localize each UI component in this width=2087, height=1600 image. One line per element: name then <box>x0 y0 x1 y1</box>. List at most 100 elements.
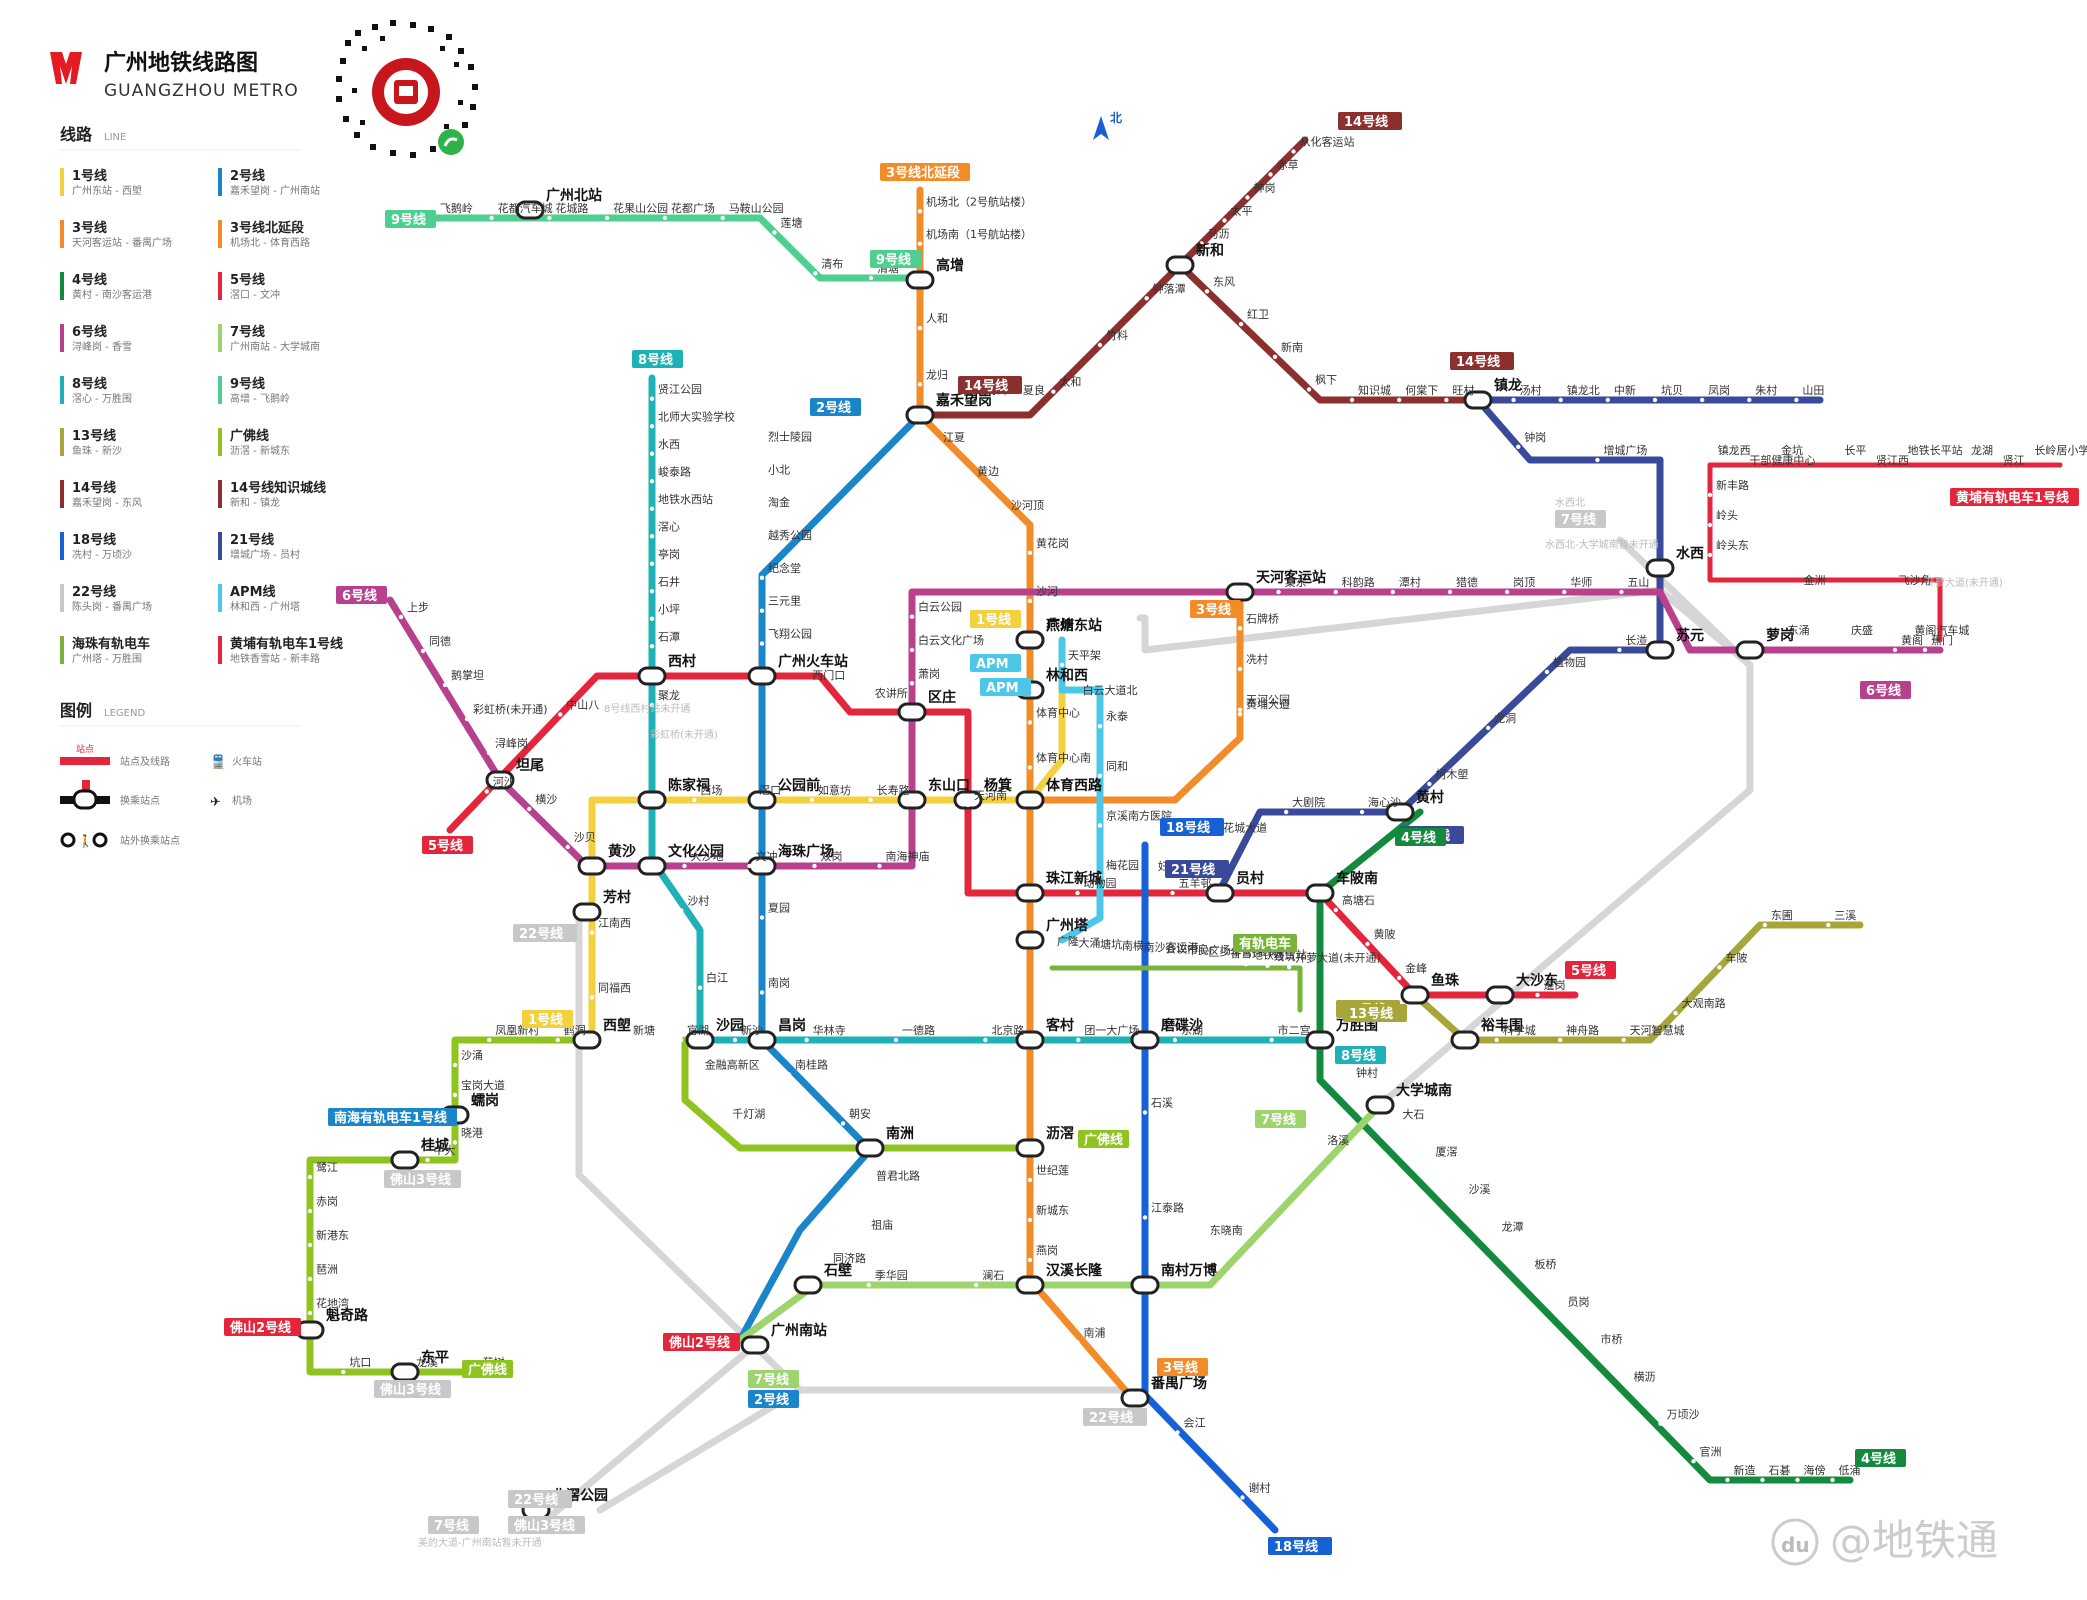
transfer-station-marker[interactable] <box>485 770 515 790</box>
transfer-station-marker[interactable] <box>1645 558 1675 578</box>
station-dot[interactable] <box>1394 1121 1399 1126</box>
station-dot[interactable] <box>682 863 687 869</box>
line-tag[interactable]: 南海有轨电车1号线 <box>328 1108 457 1126</box>
station-dot[interactable] <box>1238 321 1244 327</box>
station-dot[interactable] <box>1892 647 1898 653</box>
station-dot[interactable] <box>484 789 489 794</box>
station-dot[interactable] <box>1237 707 1243 712</box>
station-dot[interactable] <box>1265 963 1270 968</box>
station-dot[interactable] <box>1172 1037 1178 1043</box>
station-dot[interactable] <box>747 863 752 869</box>
line-tag[interactable]: 18号线 <box>1268 1537 1332 1555</box>
station-dot[interactable] <box>958 397 963 403</box>
station-dot[interactable] <box>812 863 817 869</box>
line-tag[interactable]: 7号线 <box>1255 1110 1306 1128</box>
line-tag[interactable]: 14号线 <box>958 376 1022 394</box>
line-tag[interactable]: 1号线 <box>522 1010 573 1028</box>
station-dot[interactable] <box>555 1037 560 1043</box>
transfer-station-marker[interactable] <box>905 405 935 425</box>
transfer-station-marker[interactable] <box>793 1275 823 1295</box>
station-dot[interactable] <box>1027 598 1033 604</box>
station-dot[interactable] <box>1390 589 1396 595</box>
station-dot[interactable] <box>868 275 874 281</box>
station-dot[interactable] <box>1135 954 1140 959</box>
transfer-station-marker[interactable] <box>1015 883 1045 903</box>
station-dot[interactable] <box>759 509 765 515</box>
transfer-station-marker[interactable] <box>1365 1095 1395 1115</box>
line-tag[interactable]: 佛山3号线 <box>384 1170 461 1188</box>
station-dot[interactable] <box>1333 907 1339 913</box>
station-dot[interactable] <box>909 647 915 653</box>
station-dot[interactable] <box>1447 589 1453 595</box>
station-dot[interactable] <box>1170 890 1175 896</box>
station-dot[interactable] <box>1826 922 1831 928</box>
station-dot[interactable] <box>1365 941 1370 947</box>
line-tag[interactable]: 佛山2号线 <box>224 1318 301 1336</box>
station-dot[interactable] <box>649 506 655 511</box>
transfer-station-marker[interactable] <box>1305 1030 1335 1050</box>
station-dot[interactable] <box>442 682 448 688</box>
station-dot[interactable] <box>589 995 595 1000</box>
station-dot[interactable] <box>866 1282 871 1288</box>
station-dot[interactable] <box>589 930 595 935</box>
station-dot[interactable] <box>425 1157 430 1163</box>
station-dot[interactable] <box>307 1174 313 1180</box>
station-dot[interactable] <box>678 1037 684 1043</box>
station-dot[interactable] <box>452 1140 458 1145</box>
line-tag[interactable]: 22号线 <box>1083 1408 1147 1426</box>
station-dot[interactable] <box>1059 662 1065 668</box>
station-dot[interactable] <box>1027 720 1033 725</box>
station-dot[interactable] <box>1906 637 1911 643</box>
transfer-station-marker[interactable] <box>1165 255 1195 275</box>
station-dot[interactable] <box>1144 296 1149 301</box>
transfer-station-marker[interactable] <box>740 1335 770 1355</box>
station-dot[interactable] <box>1427 781 1432 787</box>
station-dot[interactable] <box>917 241 923 246</box>
station-dot[interactable] <box>1214 835 1220 840</box>
line-tag[interactable]: 8号线 <box>632 350 683 368</box>
station-dot[interactable] <box>1097 823 1103 828</box>
station-dot[interactable] <box>759 542 765 548</box>
station-dot[interactable] <box>1558 397 1563 403</box>
transfer-station-marker[interactable] <box>1305 883 1335 903</box>
transfer-station-marker[interactable] <box>1130 1030 1160 1050</box>
station-dot[interactable] <box>1595 457 1600 463</box>
line-tag[interactable]: 6号线 <box>336 586 387 604</box>
station-dot[interactable] <box>649 451 655 456</box>
station-dot[interactable] <box>697 985 703 990</box>
station-dot[interactable] <box>679 908 684 913</box>
transfer-station-marker[interactable] <box>515 200 545 220</box>
station-dot[interactable] <box>649 616 655 621</box>
station-dot[interactable] <box>983 1037 988 1043</box>
line-tag[interactable]: 广佛线 <box>462 1360 513 1378</box>
transfer-station-marker[interactable] <box>1463 390 1493 410</box>
line-tag[interactable]: 4号线 <box>1395 828 1446 846</box>
station-dot[interactable] <box>1625 1384 1630 1389</box>
station-dot[interactable] <box>1237 712 1243 717</box>
station-dot[interactable] <box>1493 1234 1498 1239</box>
station-dot[interactable] <box>759 575 765 581</box>
transfer-station-marker[interactable] <box>1735 640 1765 660</box>
station-dot[interactable] <box>1276 589 1281 595</box>
transfer-station-marker[interactable] <box>390 1150 420 1170</box>
station-dot[interactable] <box>867 1183 873 1188</box>
transfer-station-marker[interactable] <box>1015 930 1045 950</box>
transfer-station-marker[interactable] <box>1205 883 1235 903</box>
line-tag[interactable]: 9号线 <box>385 210 436 228</box>
station-dot[interactable] <box>649 702 655 708</box>
transfer-station-marker[interactable] <box>637 790 667 810</box>
station-dot[interactable] <box>464 716 470 722</box>
station-dot[interactable] <box>1922 647 1928 653</box>
station-dot[interactable] <box>759 915 765 920</box>
station-dot[interactable] <box>772 230 777 235</box>
station-dot[interactable] <box>486 750 492 756</box>
station-dot[interactable] <box>2026 457 2031 463</box>
station-dot[interactable] <box>547 215 552 221</box>
station-dot[interactable] <box>1867 467 1873 473</box>
station-dot[interactable] <box>1504 589 1510 595</box>
station-dot[interactable] <box>1269 1037 1274 1043</box>
